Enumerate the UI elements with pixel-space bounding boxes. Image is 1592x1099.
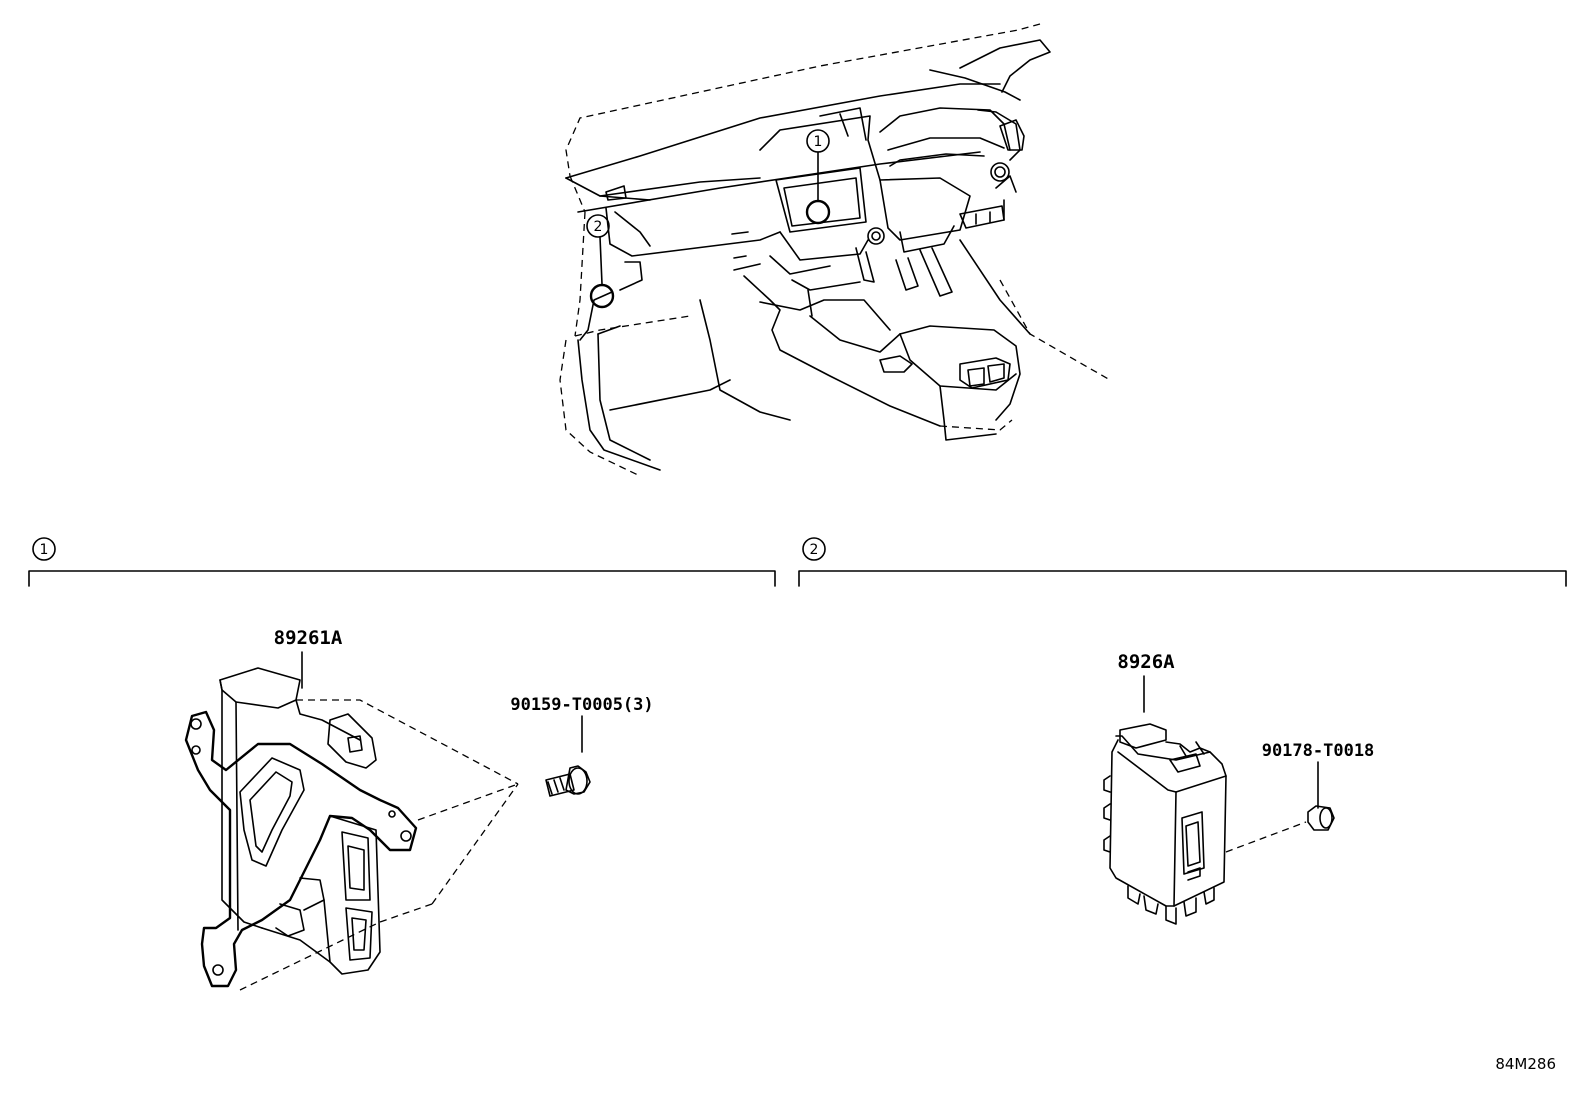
callout-2-number-top: 2 (594, 219, 603, 235)
location-marker-2 (589, 283, 615, 309)
figure-code: 84M286 (1495, 1055, 1556, 1073)
part-number-90159-T0005: 90159-T0005(3) (510, 695, 653, 715)
section-1-marker-circle (32, 537, 56, 561)
part-number-89261A: 89261A (274, 627, 343, 649)
section-1: 1 89261A 90159-T0005(3) (28, 537, 776, 991)
section-2-marker-label: 2 (810, 542, 819, 558)
part-number-90178-T0018: 90178-T0018 (1262, 741, 1375, 761)
part-number-8926A: 8926A (1117, 651, 1175, 673)
section-2-bracket (798, 570, 1567, 587)
module-8926A-illustration (1103, 723, 1227, 925)
callout-2-circle-top (586, 214, 610, 238)
location-marker-1 (805, 199, 831, 225)
section-1-marker-label: 1 (40, 542, 49, 558)
clip-90178-T0018-illustration (1307, 805, 1335, 831)
callout-1-number-top: 1 (814, 134, 823, 150)
screw-90159-T0005-illustration (545, 765, 591, 797)
dashboard-overview-illustration: 1 2 (559, 23, 1111, 477)
section-1-bracket (28, 570, 776, 587)
section-2-marker-circle (802, 537, 826, 561)
ecu-89261A-illustration (184, 667, 418, 988)
section-2: 2 8926A 90178-T0018 (798, 537, 1567, 925)
